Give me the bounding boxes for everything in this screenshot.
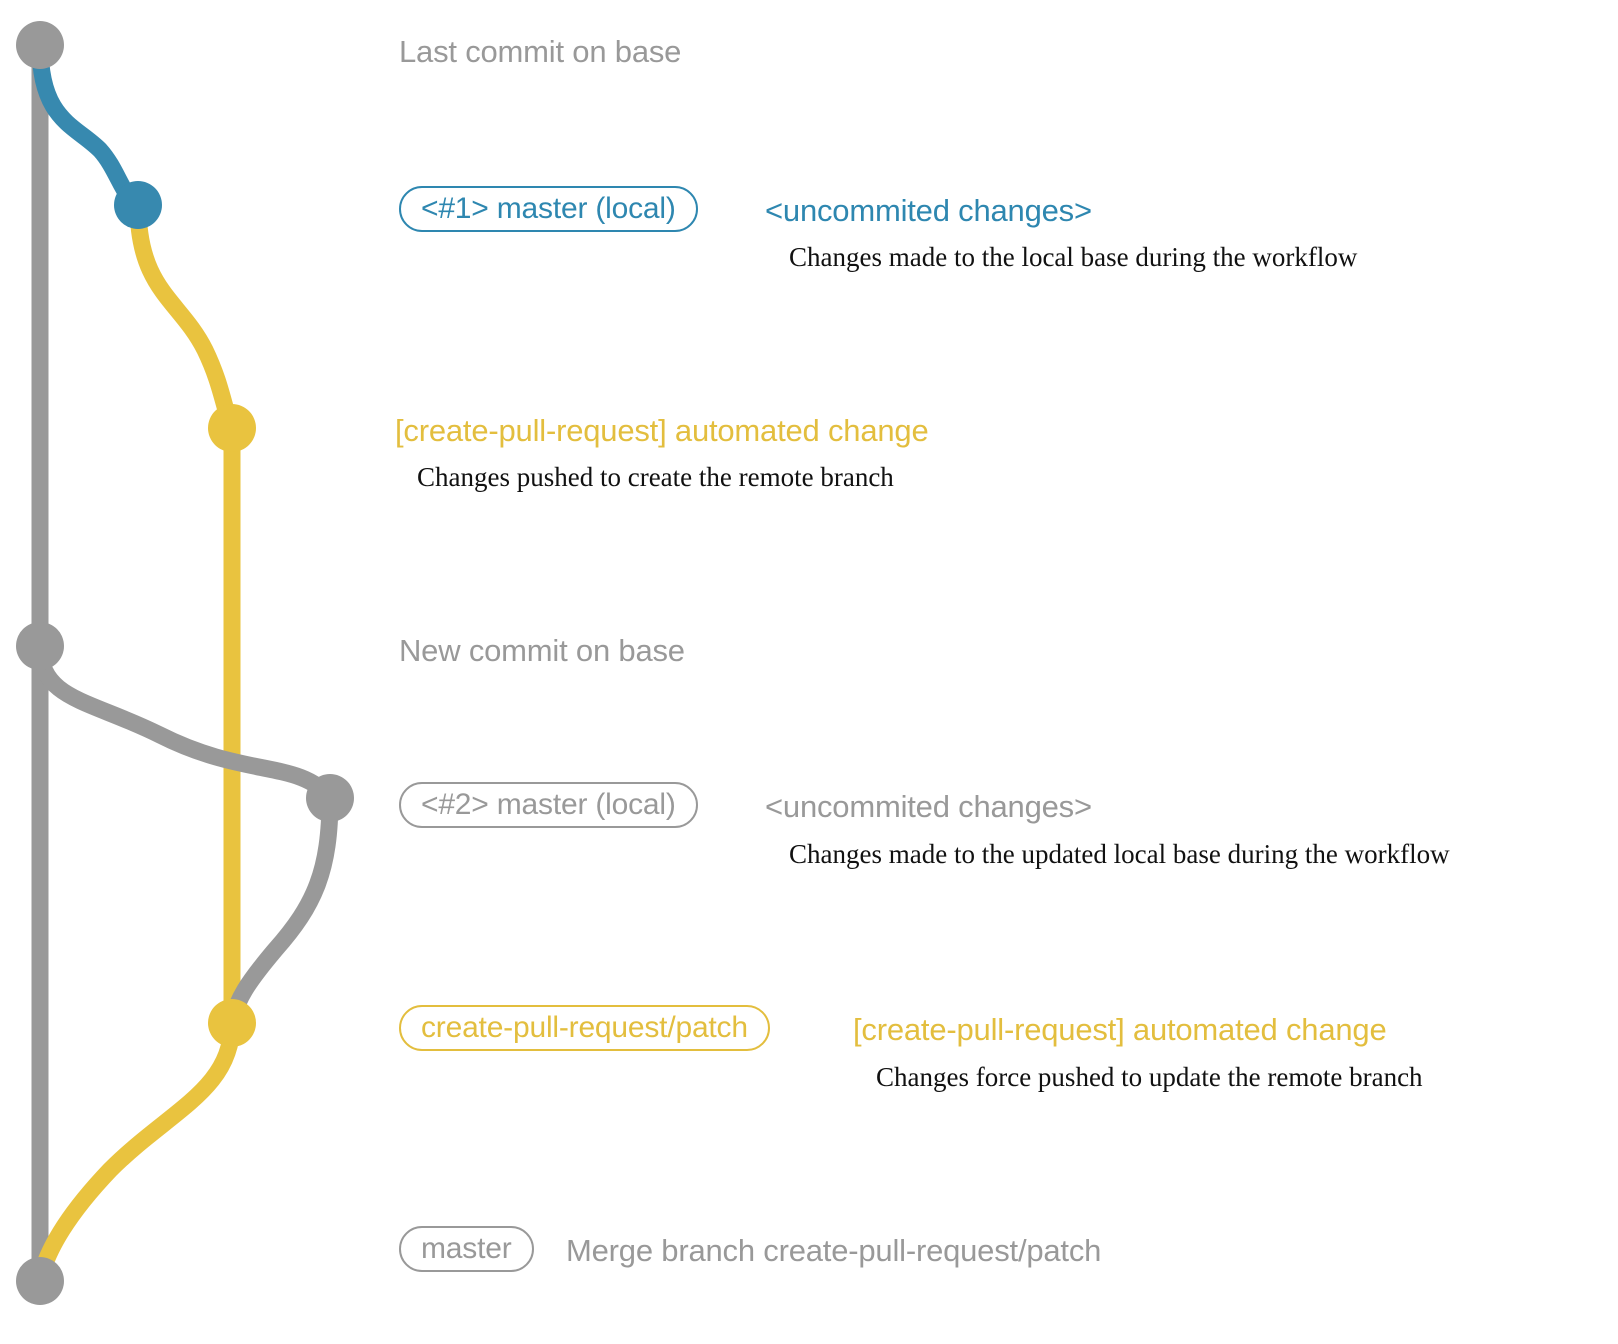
commit-message-last-commit-on-base: Last commit on base [399,34,682,69]
commit-node-master-local-1[interactable] [114,181,162,229]
commit-message-master-local-1: <uncommited changes> [765,193,1092,228]
commit-node-last-commit-on-base[interactable] [16,21,64,69]
commit-node-merge-commit[interactable] [16,1257,64,1305]
commit-description-master-local-2: Changes made to the updated local base d… [789,839,1450,869]
commit-message-new-commit-on-base: New commit on base [399,633,685,668]
edge-local-2-to-patch-2 [223,789,339,1032]
commit-node-automated-change-1[interactable] [208,404,256,452]
commit-message-automated-change-2: [create-pull-request] automated change [853,1012,1387,1047]
commit-message-master-local-2: <uncommited changes> [765,789,1092,824]
edge-local-1-to-patch-1 [129,196,241,437]
commit-node-master-local-2[interactable] [306,774,354,822]
edge-patch-2-to-merge [31,1014,241,1290]
branch-badge-master-local-1[interactable]: <#1> master (local) [399,186,698,232]
edge-base-to-local-2 [31,637,339,807]
branch-badge-master-local-2[interactable]: <#2> master (local) [399,782,698,828]
commit-message-merge-commit: Merge branch create-pull-request/patch [566,1233,1102,1268]
commit-description-automated-change-1: Changes pushed to create the remote bran… [417,462,894,492]
commit-node-new-commit-on-base[interactable] [16,622,64,670]
commit-message-automated-change-1: [create-pull-request] automated change [395,413,929,448]
git-graph [16,21,354,1305]
commit-node-automated-change-2[interactable] [208,999,256,1047]
branch-badge-create-pull-request-patch[interactable]: create-pull-request/patch [399,1005,770,1051]
commit-description-master-local-1: Changes made to the local base during th… [789,242,1358,272]
branch-badge-master[interactable]: master [399,1226,534,1272]
commit-description-automated-change-2: Changes force pushed to update the remot… [876,1062,1423,1092]
